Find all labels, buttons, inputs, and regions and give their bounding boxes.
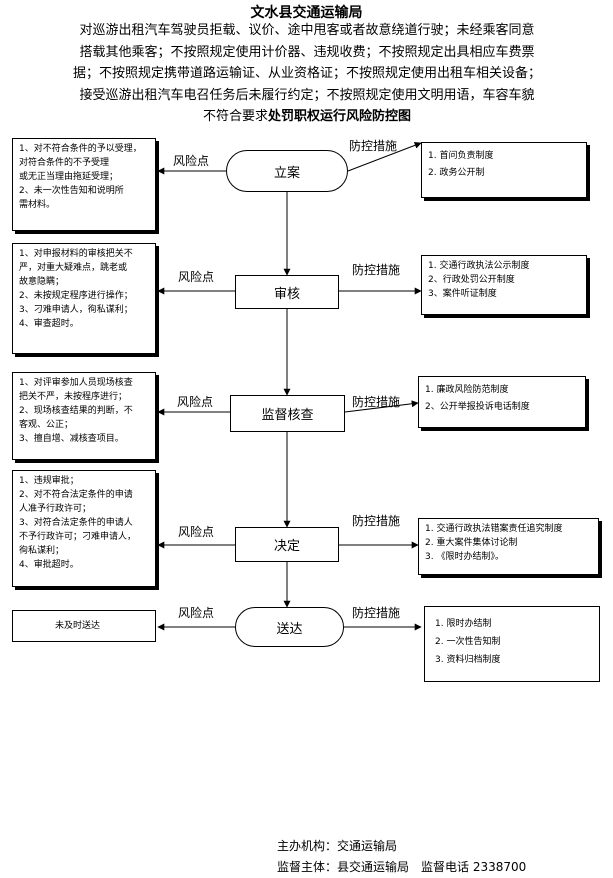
control-item: 2. 一次性告知制 xyxy=(435,637,501,647)
risk-box-decision: 1、违规审批； 2、对不符合法定条件的申请 人准予行政许可； 3、对符合法定条件… xyxy=(12,470,156,587)
control-box-decision: 1. 交通行政执法错案责任追究制度 2. 重大案件集体讨论制 3. 《限时办结制… xyxy=(418,518,599,575)
control-item: 3. 资料归档制度 xyxy=(435,655,501,665)
control-item: 3. 《限时办结制》。 xyxy=(425,552,504,562)
control-item: 3、案件听证制度 xyxy=(428,289,497,299)
control-measure-label: 防控措施 xyxy=(352,514,401,528)
risk-box-review: 1、对申报材料的审核把关不 严，对重大疑难点，跳老或 故意隐瞒； 2、未按规定程… xyxy=(12,243,156,354)
risk-item: 客观、公正； xyxy=(19,420,74,430)
control-measure-label: 防控措施 xyxy=(352,606,401,620)
title-line: 搭载其他乘客；不按照规定使用计价器、违规收费；不按照规定出具相应车费票 xyxy=(79,44,535,60)
sponsor-text: 主办机构：交通运输局 xyxy=(277,839,398,853)
stage-node-review: 审核 xyxy=(235,275,339,309)
title-line-part: 处罚职权运行风险防控图 xyxy=(268,109,412,124)
control-item: 2、公开举报投诉电话制度 xyxy=(425,402,530,412)
risk-point-label: 风险点 xyxy=(177,395,214,409)
risk-point-label: 风险点 xyxy=(178,270,215,284)
control-item: 2、行政处罚公开制度 xyxy=(428,275,515,285)
risk-box-filing: 1、对不符合条件的予以受理， 对符合条件的不予受理 或无正当理由拖延受理； 2、… xyxy=(12,138,156,231)
diagram-title: 对巡游出租汽车驾驶员拒载、议价、途中甩客或者故意绕道行驶；未经乘客同意 搭载其他… xyxy=(12,20,602,128)
risk-item: 或无正当理由拖延受理； xyxy=(19,172,119,182)
risk-item: 1、对评审参加人员现场核查 xyxy=(19,378,133,388)
control-box-filing: 1. 首问负责制度 2. 政务公开制 xyxy=(421,142,587,198)
stage-node-decision: 决定 xyxy=(235,527,339,562)
risk-item: 对符合条件的不予受理 xyxy=(19,158,110,168)
control-box-delivery: 1. 限时办结制 2. 一次性告知制 3. 资料归档制度 xyxy=(424,606,600,682)
risk-box-inspection: 1、对评审参加人员现场核查 把关不严，未按程序进行； 2、现场核查结果的判断，不… xyxy=(12,372,156,460)
risk-point-label: 风险点 xyxy=(178,525,215,539)
risk-item: 4、审查超时。 xyxy=(19,319,79,329)
title-line: 接受巡游出租汽车电召任务后未履行约定；不按照规定使用文明用语，车容车貌 xyxy=(79,87,535,103)
stage-node-inspection: 监督核查 xyxy=(230,395,345,432)
stage-node-filing: 立案 xyxy=(226,150,348,192)
risk-item: 严，对重大疑难点，跳老或 xyxy=(19,263,128,273)
control-measure-label: 防控措施 xyxy=(349,139,398,153)
risk-item: 2、未一次性告知和说明所 xyxy=(19,186,124,196)
risk-item: 故意隐瞒； xyxy=(19,277,65,287)
supervisor-text: 监督主体：县交通运输局 监督电话 2338700 xyxy=(277,860,527,874)
risk-item: 3、擅自增、减核查项目。 xyxy=(19,434,124,444)
risk-item: 3、刁难申请人，徇私谋利； xyxy=(19,305,133,315)
control-measure-label: 防控措施 xyxy=(352,395,401,409)
title-line: 对巡游出租汽车驾驶员拒载、议价、途中甩客或者故意绕道行驶；未经乘客同意 xyxy=(79,23,535,38)
risk-item: 不予行政许可；刁难申请人， xyxy=(19,532,137,542)
organization-title: 文水县交通运输局 xyxy=(250,5,363,21)
title-line-part: 不符合要求 xyxy=(202,109,268,124)
control-item: 1. 廉政风险防范制度 xyxy=(425,385,509,395)
risk-item: 1、对申报材料的审核把关不 xyxy=(19,249,133,259)
risk-item: 未及时送达 xyxy=(55,621,101,631)
control-arrow xyxy=(347,141,422,172)
control-item: 1. 限时办结制 xyxy=(435,619,492,629)
control-box-review: 1. 交通行政执法公示制度 2、行政处罚公开制度 3、案件听证制度 xyxy=(421,255,587,315)
risk-item: 1、对不符合条件的予以受理， xyxy=(19,144,142,154)
risk-point-label: 风险点 xyxy=(173,154,210,168)
risk-item: 徇私谋利； xyxy=(19,546,65,556)
control-item: 2. 政务公开制 xyxy=(428,168,485,178)
risk-item: 1、违规审批； xyxy=(19,476,79,486)
title-line: 不符合要求处罚职权运行风险防控图 xyxy=(12,106,602,128)
stage-node-delivery: 送达 xyxy=(235,607,344,647)
control-item: 1. 交通行政执法公示制度 xyxy=(428,261,530,271)
risk-point-label: 风险点 xyxy=(178,606,215,620)
control-measure-label: 防控措施 xyxy=(352,263,401,277)
title-line: 据；不按照规定携带道路运输证、从业资格证；不按照规定使用出租车相关设备； xyxy=(72,66,541,81)
risk-item: 2、未按规定程序进行操作； xyxy=(19,291,133,301)
risk-item: 2、对不符合法定条件的申请 xyxy=(19,490,133,500)
control-item: 2. 重大案件集体讨论制 xyxy=(425,538,518,548)
control-box-inspection: 1. 廉政风险防范制度 2、公开举报投诉电话制度 xyxy=(418,376,586,428)
risk-item: 人准予行政许可； xyxy=(19,504,92,514)
control-arrow xyxy=(344,400,419,413)
control-item: 1. 交通行政执法错案责任追究制度 xyxy=(425,524,563,534)
risk-item: 4、审批超时。 xyxy=(19,560,79,570)
risk-box-delivery: 未及时送达 xyxy=(12,610,156,642)
risk-item: 把关不严，未按程序进行； xyxy=(19,392,128,402)
risk-item: 需材料。 xyxy=(19,200,56,210)
risk-item: 3、对符合法定条件的申请人 xyxy=(19,518,133,528)
risk-item: 2、现场核查结果的判断，不 xyxy=(19,406,133,416)
control-item: 1. 首问负责制度 xyxy=(428,151,494,161)
